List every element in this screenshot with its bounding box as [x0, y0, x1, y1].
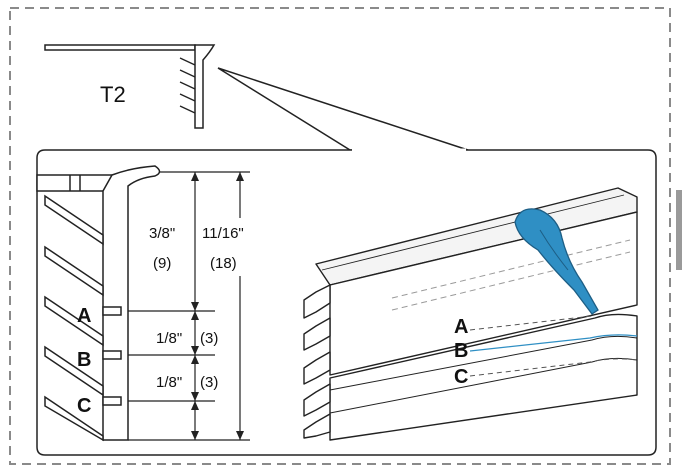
- t2-profile-thumbnail: [44, 44, 216, 129]
- cross-section: [36, 165, 161, 442]
- dim-total-inch: 11/16": [202, 225, 244, 242]
- groove-a-label-left: A: [77, 305, 91, 327]
- groove-c-label-right: C: [454, 366, 468, 388]
- dim-total-mm: (18): [210, 255, 237, 272]
- dim-mid-mm: (3): [200, 330, 218, 347]
- dim-bottom-inch: 1/8": [156, 374, 182, 391]
- dimension-arrows: [191, 172, 244, 440]
- profile-name-label: T2: [100, 82, 126, 107]
- groove-b-label-left: B: [77, 349, 91, 371]
- groove-tool-icon: [514, 208, 599, 315]
- groove-lines: [391, 239, 638, 377]
- callout-pointer: [217, 67, 469, 151]
- groove-b-label-right: B: [454, 340, 468, 362]
- dashed-frame: [9, 7, 671, 465]
- dim-mid-inch: 1/8": [156, 330, 182, 347]
- edge-mark: [676, 190, 682, 270]
- dim-top-mm: (9): [153, 255, 171, 272]
- dim-bottom-mm: (3): [200, 374, 218, 391]
- groove-a-label-right: A: [454, 316, 468, 338]
- dim-top-inch: 3/8": [149, 225, 175, 242]
- groove-c-label-left: C: [77, 395, 91, 417]
